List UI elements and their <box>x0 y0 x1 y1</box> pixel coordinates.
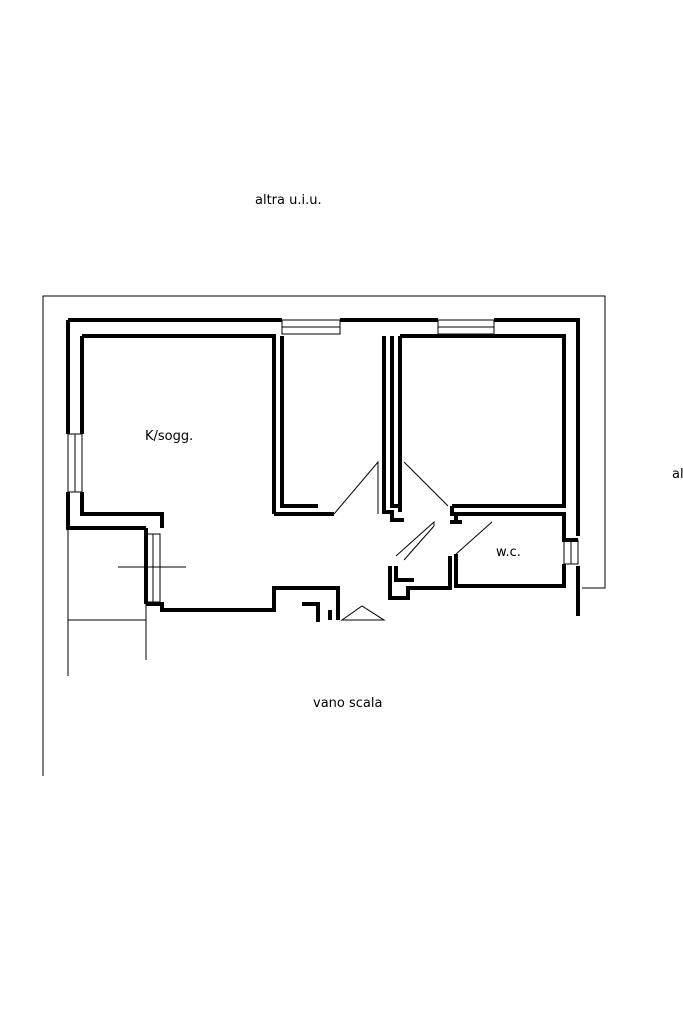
wall-top-right <box>494 318 580 536</box>
details <box>67 319 579 676</box>
door-wc <box>455 521 493 555</box>
wall-wc-inner <box>454 554 566 588</box>
door-hall <box>395 520 435 561</box>
walls <box>66 318 580 622</box>
wall-room1-inner <box>280 336 318 508</box>
wall-inner-top-right <box>400 334 566 508</box>
label-kitchen-living: K/sogg. <box>145 429 194 444</box>
door-room1 <box>333 460 379 515</box>
label-wc: w.c. <box>496 545 521 560</box>
wall-left-inner-2 <box>80 492 164 528</box>
wall-bottom-left <box>146 586 340 620</box>
wall-wc-top <box>450 506 578 542</box>
door-room2 <box>403 461 449 507</box>
property-boundary <box>42 295 606 776</box>
wall-hall-stub <box>388 556 452 600</box>
wall-left-outer-2 <box>66 492 146 530</box>
wall-inner-top-left <box>82 334 276 514</box>
label-stairwell: vano scala <box>313 696 383 711</box>
label-neighbor-top: altra u.i.u. <box>255 193 322 208</box>
wall-bottom-stub <box>302 602 320 622</box>
wall-partition-a <box>382 336 404 522</box>
entrance-arrow <box>340 605 386 621</box>
label-neighbor-right: al <box>672 467 683 482</box>
wall-partition-b <box>390 336 402 508</box>
wall-hall-stub2 <box>394 566 414 582</box>
